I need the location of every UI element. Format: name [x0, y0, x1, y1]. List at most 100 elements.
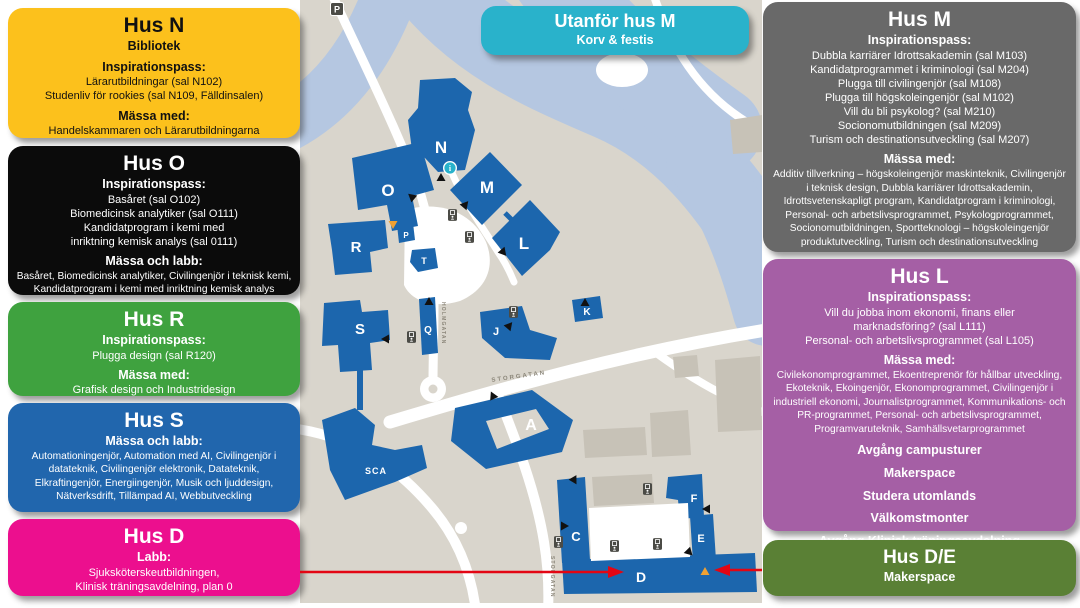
legend-heading: Inspirationspass: — [867, 290, 972, 305]
legend-paragraph: Additiv tillverkning – högskoleingenjör … — [773, 168, 1066, 248]
entrance-marker-icon — [568, 475, 577, 485]
legend-heading: Mässa med: — [118, 367, 190, 382]
entrance-marker-icon — [503, 322, 513, 332]
building-o — [352, 142, 434, 231]
legend-title: Hus L — [890, 265, 949, 288]
accessible-entrance-icon — [407, 331, 416, 343]
special-marker-icon — [388, 221, 398, 229]
building-k — [572, 296, 603, 322]
accessible-entrance-icon — [465, 231, 474, 243]
legend-line: Bibliotek — [127, 39, 181, 54]
legend-title: Hus M — [888, 8, 951, 31]
building-q — [419, 297, 438, 355]
legend-hus-s: Hus S Mässa och labb: Automationingenjör… — [8, 403, 300, 512]
legend-heading: Mässa och labb: — [105, 254, 203, 269]
legend-line: Basåret (sal O102) — [107, 193, 201, 206]
entrance-marker-icon — [561, 521, 569, 531]
svg-text:P: P — [334, 5, 340, 15]
building-l-label: L — [519, 234, 529, 253]
legend-heading: Labb: — [136, 550, 172, 565]
building-l — [492, 200, 560, 276]
legend-line: Personal- och arbetslivsprogrammet (sal … — [805, 334, 1034, 347]
svg-text:i: i — [449, 164, 452, 173]
accessible-entrance-icon — [653, 538, 662, 550]
plaza — [404, 206, 490, 305]
accessible-entrance-icon — [448, 209, 457, 221]
legend-utanfor-hus-m: Utanför hus M Korv & festis — [481, 6, 749, 55]
legend-heading: Mässa med: — [883, 152, 956, 167]
entrance-markers — [381, 173, 710, 556]
special-markers — [388, 221, 710, 575]
special-marker-icon — [700, 567, 710, 575]
building-f-label: F — [691, 493, 698, 505]
courtyard — [589, 503, 690, 561]
building-t-label: T — [421, 256, 427, 266]
building-c-label: C — [571, 529, 581, 544]
legend-subtitle: Korv & festis — [576, 32, 654, 47]
entrance-marker-icon — [436, 173, 446, 181]
entrance-marker-icon — [497, 246, 507, 256]
building-r-label: R — [351, 239, 362, 256]
accessible-entrance-icon — [610, 540, 619, 552]
legend-hus-de: Hus D/E Makerspace — [763, 540, 1076, 596]
legend-title: Hus R — [123, 308, 185, 331]
legend-line: Grafisk design och Industridesign — [72, 384, 236, 397]
info-icon: i — [442, 160, 458, 176]
legend-line: Klinisk träningsavdelning, plan 0 — [75, 580, 233, 593]
legend-hus-m: Hus M Inspirationspass: Dubbla karriärer… — [763, 2, 1076, 252]
building-j-label: J — [493, 326, 499, 338]
legend-line: Turism och destinationsutveckling (sal M… — [809, 134, 1030, 147]
legend-heading: Inspirationspass: — [867, 33, 972, 48]
legend-line: Biomedicinsk analytiker (sal O111) — [70, 207, 238, 220]
legend-line: inriktning kemisk analys (sal 0111) — [70, 236, 238, 248]
legend-line: Lärarutbildningar (sal N102) — [85, 76, 223, 89]
parking-icon: P — [330, 2, 344, 16]
legend-heading: Välkomstmonter — [870, 511, 969, 526]
legend-line: Plugga design (sal R120) — [92, 349, 216, 362]
campus-buildings — [322, 78, 757, 594]
legend-title: Hus N — [123, 14, 185, 37]
building-n-label: N — [435, 138, 447, 157]
legend-hus-r: Hus R Inspirationspass: Plugga design (s… — [8, 302, 300, 396]
legend-line: Kandidatprogram i kemi med — [83, 221, 225, 234]
legend-title: Hus D — [123, 525, 185, 548]
entrance-marker-icon — [580, 298, 590, 306]
building-s-label: S — [355, 321, 365, 338]
legend-heading: Avgång campusturer — [857, 443, 982, 458]
building-d-label: D — [636, 569, 646, 585]
building-c — [557, 477, 590, 563]
accessible-entrance-icon — [554, 536, 563, 548]
street-label-south: STORGATAN — [549, 556, 555, 598]
legend-line: Studenliv för rookies (sal N109, Fälldin… — [44, 90, 264, 103]
legend-line: Vill du bli psykolog? (sal M210) — [843, 106, 996, 119]
legend-heading: Makerspace — [883, 466, 956, 481]
legend-hus-o: Hus O Inspirationspass: Basåret (sal O10… — [8, 146, 300, 295]
building-d — [562, 553, 757, 594]
legend-line: Vill du jobba inom ekonomi, finans eller — [824, 306, 1015, 319]
pond — [596, 53, 648, 87]
accessible-entrance-icon — [643, 483, 652, 495]
legend-line: Handelskammaren och Lärarutbildningarna — [48, 125, 260, 138]
legend-heading: Mässa och labb: — [105, 434, 203, 449]
building-r — [328, 220, 388, 275]
legend-hus-n: Hus N Bibliotek Inspirationspass: Läraru… — [8, 8, 300, 138]
building-s — [322, 300, 390, 372]
legend-title: Hus D/E — [883, 547, 956, 568]
legend-title: Utanför hus M — [554, 11, 676, 31]
entrance-marker-icon — [683, 546, 693, 556]
entrance-marker-icon — [381, 334, 389, 344]
legend-hus-d: Hus D Labb: Sjuksköterskeutbildningen, K… — [8, 519, 300, 596]
legend-heading: Mässa med: — [883, 353, 956, 367]
entrance-marker-icon — [490, 391, 499, 401]
legend-paragraph: Civilekonomprogrammet, Ekoentreprenör fö… — [773, 369, 1066, 435]
legend-line: Plugga till civilingenjör (sal M108) — [837, 77, 1002, 90]
legend-heading: Inspirationspass: — [102, 59, 206, 74]
building-sca — [322, 408, 427, 500]
entrance-marker-icon — [702, 504, 710, 514]
building-a-label: A — [525, 417, 537, 434]
other-buildings — [583, 115, 762, 506]
legend-line: Dubbla karriärer Idrottsakademin (sal M1… — [811, 49, 1028, 62]
building-a — [451, 390, 573, 469]
legend-line: Basåret, Biomedicinsk analytiker, Civili… — [16, 270, 292, 282]
building-o-label: O — [381, 181, 394, 200]
